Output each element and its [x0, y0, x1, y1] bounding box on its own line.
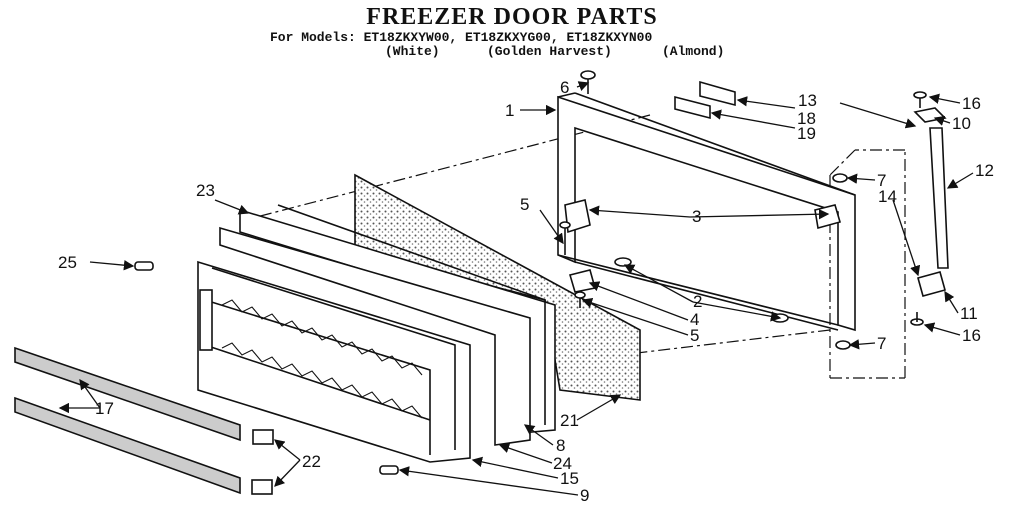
callout-labels: 1 2 3 4 5 5 6 7 7 8 9 10 11 12 13 14 15 …: [58, 78, 994, 505]
callout-2: 2: [693, 292, 702, 311]
door-gaskets: [219, 204, 556, 446]
callout-24: 24: [553, 454, 572, 473]
callout-6: 6: [560, 78, 569, 97]
hinge-parts: [564, 107, 947, 297]
callout-5-upper: 5: [520, 195, 529, 214]
callout-8: 8: [556, 436, 565, 455]
callout-25: 25: [58, 253, 77, 272]
callout-16-lower: 16: [962, 326, 981, 345]
callout-14: 14: [878, 187, 897, 206]
door-rails: [14, 346, 241, 495]
trim-piece-18: [699, 80, 736, 107]
header: FREEZER DOOR PARTS For Models: ET18ZKXYW…: [0, 0, 1024, 70]
callout-10: 10: [952, 114, 971, 133]
callout-23: 23: [196, 181, 215, 200]
callout-7-upper: 7: [877, 171, 886, 190]
end-cap-lower: [251, 479, 273, 495]
diagram-title: FREEZER DOOR PARTS: [366, 4, 658, 30]
callout-15: 15: [560, 469, 579, 488]
leader-lines: [58, 81, 974, 496]
callout-5-lower: 5: [690, 326, 699, 345]
trim-piece-19: [674, 95, 711, 120]
callout-7-lower: 7: [877, 334, 886, 353]
hinge-pin-bar: [929, 127, 949, 269]
callout-17: 17: [95, 399, 114, 418]
callout-3: 3: [692, 207, 701, 226]
callout-12: 12: [975, 161, 994, 180]
callout-16-upper: 16: [962, 94, 981, 113]
door-frame: [557, 92, 856, 332]
color-almond: (Almond): [662, 44, 725, 59]
callout-1: 1: [505, 101, 514, 120]
callout-19: 19: [797, 124, 816, 143]
color-golden: (Golden Harvest): [487, 44, 612, 59]
inner-liner: [197, 260, 471, 463]
color-white: (White): [385, 44, 440, 59]
callout-18: 18: [797, 109, 816, 128]
callout-9: 9: [580, 486, 589, 505]
callout-13: 13: [798, 91, 817, 110]
callout-11: 11: [960, 304, 978, 323]
end-cap-upper: [252, 429, 274, 445]
callout-4: 4: [690, 310, 699, 329]
callout-22: 22: [302, 452, 321, 471]
models-line: For Models: ET18ZKXYW00, ET18ZKXYG00, ET…: [270, 30, 653, 45]
callout-21: 21: [560, 411, 579, 430]
